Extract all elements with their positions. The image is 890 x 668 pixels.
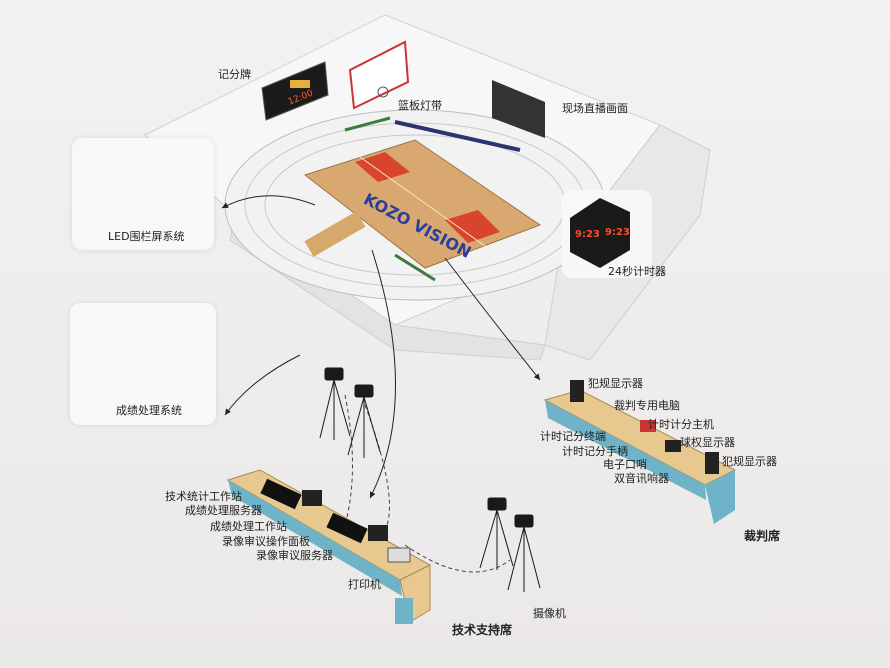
label-video-server: 录像审议服务器: [256, 549, 333, 562]
label-shot-clock: 24秒计时器: [608, 265, 666, 278]
label-buzzer: 双音讯响器: [614, 472, 669, 485]
camera-right-group: [479, 497, 541, 592]
label-stats-station: 技术统计工作站: [165, 490, 242, 503]
led-fence-strip: [394, 120, 521, 152]
connector-led: [221, 195, 316, 209]
label-scoreboard: 记分牌: [218, 68, 251, 81]
label-referee-pc: 裁判专用电脑: [614, 399, 680, 412]
label-tech-desk: 技术支持席: [452, 623, 513, 637]
label-foul-display-2: 犯规显示器: [722, 455, 777, 468]
connector-tech: [369, 249, 396, 499]
connector-results: [224, 354, 301, 416]
label-timing-terminal: 计时记分终端: [540, 430, 606, 443]
live-screen-graphic: [492, 80, 545, 138]
label-camera: 摄像机: [533, 607, 566, 620]
label-possession-display: 球权显示器: [680, 436, 735, 449]
label-timing-handle: 计时记分手柄: [562, 445, 628, 458]
label-led-fence: LED围栏屏系统: [108, 230, 185, 243]
backboard-graphic: [348, 40, 410, 110]
label-live-screen: 现场直播画面: [562, 102, 628, 115]
label-foul-display-1: 犯规显示器: [588, 377, 643, 390]
camera-cable: [344, 394, 353, 526]
label-backboard-light: 篮板灯带: [398, 99, 442, 112]
led-fence-card: [72, 138, 214, 250]
camera-left-group: [319, 367, 381, 458]
scoreboard-graphic: [261, 61, 329, 121]
label-results-server: 成绩处理服务器: [185, 504, 262, 517]
arena-front-wall: [229, 214, 546, 361]
shot-clock-digit-left: 9:23: [575, 229, 600, 240]
label-whistle: 电子口哨: [603, 458, 647, 471]
results-card: [70, 303, 216, 425]
label-video-panel: 录像审议操作面板: [222, 535, 310, 548]
label-printer: 打印机: [348, 578, 381, 591]
label-results-station: 成绩处理工作站: [210, 520, 287, 533]
shot-clock-cube: [570, 198, 630, 268]
court-key-right: [445, 210, 500, 243]
label-results-system: 成绩处理系统: [116, 404, 182, 417]
label-referee-desk: 裁判席: [744, 529, 781, 543]
shot-clock-digit-right: 9:23: [605, 227, 630, 238]
court-key-left: [355, 152, 410, 182]
label-timing-host: 计时计分主机: [648, 418, 714, 431]
connector-referee: [444, 257, 541, 381]
